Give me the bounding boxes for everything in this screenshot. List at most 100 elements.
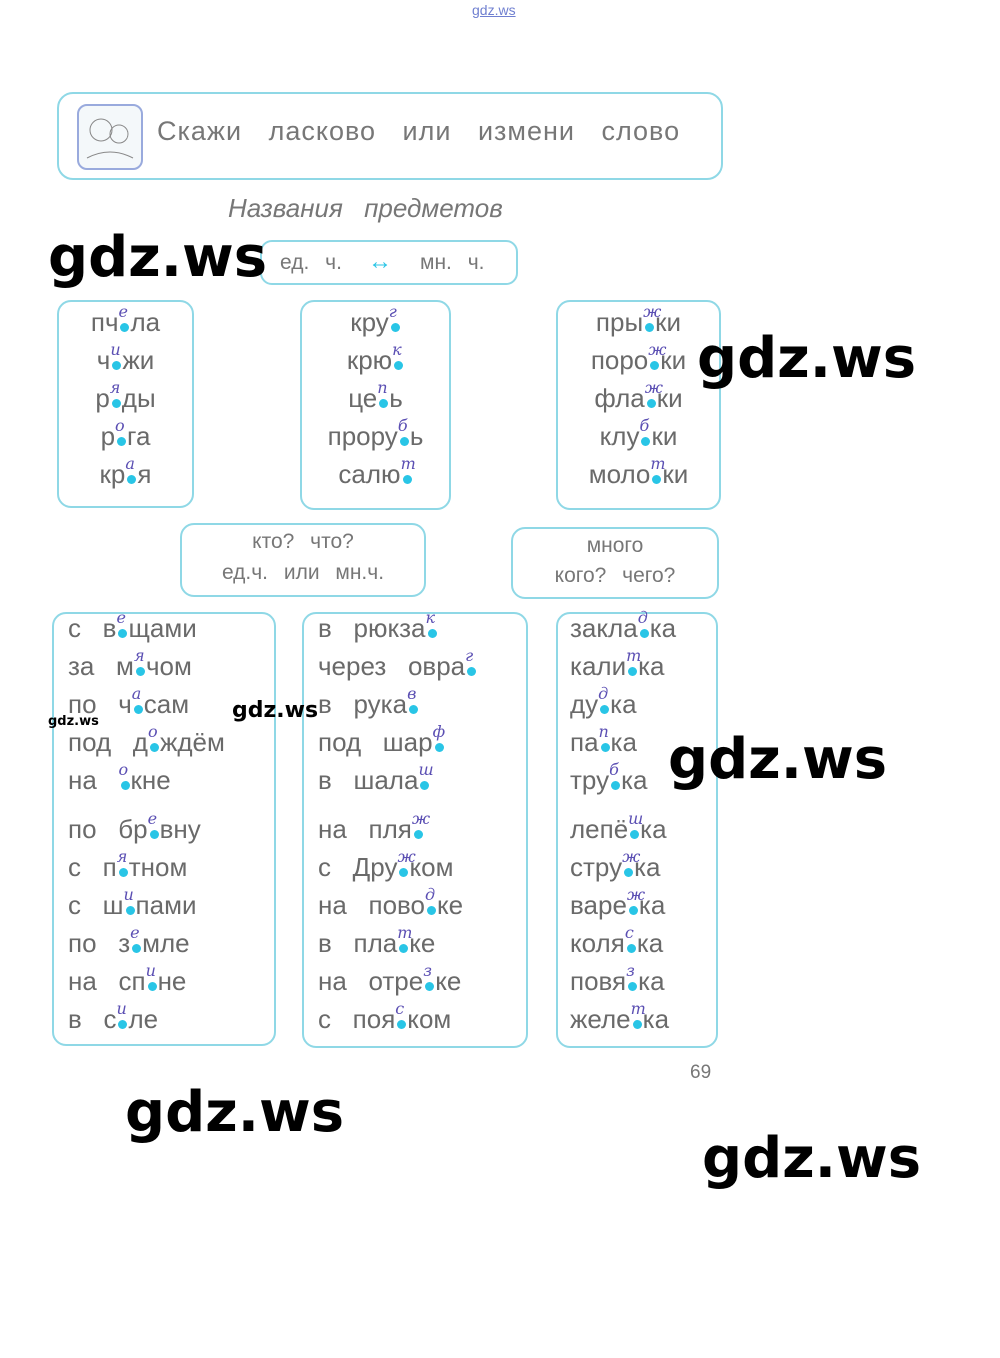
handwritten-letter: т — [400, 454, 416, 473]
missing-letter-slot: е — [148, 809, 160, 844]
word-suffix: ла — [130, 307, 161, 337]
word-suffix: ждём — [159, 727, 225, 757]
handwritten-letter: я — [116, 847, 128, 866]
section-subtitle: Названия предметов — [228, 193, 503, 223]
handwritten-letter: б — [397, 416, 408, 435]
word-prefix: р — [100, 421, 116, 451]
watermark: gdz.ws — [232, 698, 319, 723]
dot-marker — [397, 1020, 407, 1029]
handwritten-letter: г — [388, 302, 397, 321]
dot-marker — [111, 399, 121, 408]
word-prefix: в пла — [318, 928, 398, 958]
missing-letter-slot: е — [116, 608, 128, 643]
missing-letter-slot: ж — [412, 809, 430, 844]
handwritten-letter: е — [130, 923, 140, 942]
word-prefix: закла — [570, 613, 638, 643]
handwritten-letter: к — [425, 608, 436, 627]
missing-letter-slot: п — [377, 378, 389, 413]
word-prefix: стру — [570, 852, 623, 882]
handwritten-letter: е — [118, 302, 128, 321]
missing-letter-slot: т — [401, 454, 416, 489]
missing-letter-slot: т — [650, 454, 666, 489]
missing-letter-slot: ш — [628, 809, 643, 844]
word-prefix: це — [348, 383, 378, 413]
dot-marker — [132, 944, 142, 953]
word-prefix: лепё — [570, 814, 629, 844]
word-suffix: ка — [610, 727, 637, 757]
word-prefix: на пля — [318, 814, 412, 844]
dot-marker — [413, 830, 423, 839]
watermark: gdz.ws — [48, 225, 268, 290]
dot-marker — [652, 475, 662, 484]
dot-marker — [641, 437, 651, 446]
word-suffix: жи — [122, 345, 155, 375]
word-prefix: в шала — [318, 765, 419, 795]
dot-marker — [645, 323, 655, 332]
word-prefix: с поя — [318, 1004, 396, 1034]
word-prefix: коля — [570, 928, 625, 958]
dot-marker — [646, 399, 656, 408]
page-number: 69 — [690, 1062, 712, 1083]
word-suffix: ка — [634, 852, 661, 882]
number-pill: ед. ч. ↔ мн. ч. — [260, 240, 518, 285]
missing-letter-slot: ж — [643, 302, 661, 337]
missing-letter-slot: т — [631, 999, 646, 1034]
word-suffix: ке — [409, 928, 436, 958]
dot-marker — [147, 982, 157, 991]
dot-marker — [420, 781, 430, 790]
handwritten-letter: д — [637, 608, 648, 627]
handwritten-letter: т — [650, 454, 666, 473]
watermark: gdz.ws — [697, 326, 917, 391]
word-suffix: чом — [145, 651, 192, 681]
missing-letter-slot: д — [638, 608, 650, 643]
handwritten-letter: с — [624, 923, 634, 942]
dot-marker — [639, 629, 649, 638]
question-line-2: кого? чего? — [554, 564, 676, 587]
word-prefix: на пово — [318, 890, 426, 920]
dot-marker — [117, 437, 127, 446]
word-prefix: ду — [570, 689, 599, 719]
missing-letter-slot: е — [118, 302, 130, 337]
word-suffix: мле — [142, 928, 190, 958]
word-prefix: па — [570, 727, 599, 757]
missing-letter-slot: б — [609, 760, 621, 795]
handwritten-letter: п — [598, 722, 609, 741]
word-prefix: крю — [346, 345, 393, 375]
missing-letter-slot: а — [132, 684, 144, 719]
word-suffix: я — [137, 459, 152, 489]
dot-marker — [394, 361, 404, 370]
missing-letter-slot: ж — [627, 885, 645, 920]
missing-letter-slot: ф — [433, 722, 445, 757]
dot-marker — [118, 629, 128, 638]
word-prefix: на отре — [318, 966, 424, 996]
handwritten-letter: к — [392, 340, 402, 359]
word-prefix: за м — [68, 651, 134, 681]
handwritten-letter: з — [423, 961, 432, 980]
missing-letter-slot: о — [119, 760, 131, 795]
handwritten-letter: ф — [432, 722, 446, 741]
missing-letter-slot: о — [148, 722, 160, 757]
word-prefix: желе — [570, 1004, 631, 1034]
word-box-bottom-2 — [302, 612, 528, 1048]
handwritten-letter: т — [626, 646, 642, 665]
word-prefix: с в — [68, 613, 117, 643]
missing-letter-slot: з — [423, 961, 435, 996]
word-suffix: сам — [143, 689, 190, 719]
dot-marker — [390, 323, 400, 332]
